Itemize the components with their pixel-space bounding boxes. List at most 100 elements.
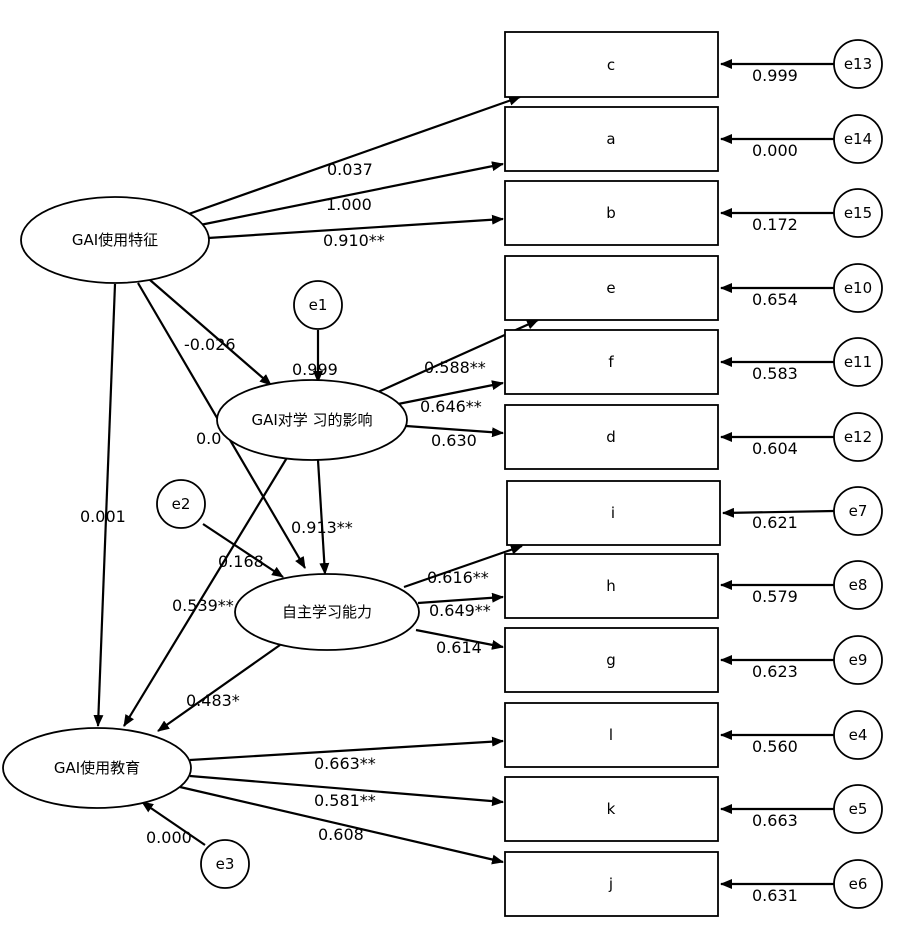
coef-education-j: 0.608 (318, 825, 364, 844)
error-e4[interactable]: e4 (833, 710, 883, 760)
indicators: c a b e f d i h (504, 31, 721, 917)
error-e8[interactable]: e8 (833, 560, 883, 610)
latent-autonomous[interactable]: 自主学习能力 (234, 573, 420, 651)
edge-e3-education (141, 801, 206, 846)
error-e13[interactable]: e13 (833, 39, 883, 89)
edge-education-k (189, 774, 504, 807)
edge-autonomous-education (157, 644, 281, 732)
error-e3[interactable]: e3 (200, 839, 250, 889)
error-e9[interactable]: e9 (833, 635, 883, 685)
edge-education-l (189, 736, 504, 762)
edge-features-b (207, 214, 504, 240)
latent-gai-impact[interactable]: GAI对学 习的影响 (216, 379, 408, 461)
error-value-d: 0.604 (752, 439, 798, 458)
latent-gai-education-label: GAI使用教育 (54, 759, 140, 777)
coef-impact-f: 0.646** (420, 397, 482, 416)
indicator-e[interactable]: e (504, 255, 719, 321)
coef-features-education: 0.001 (80, 507, 126, 526)
error-e7[interactable]: e7 (833, 486, 883, 536)
edges (93, 59, 835, 889)
coef-impact-e: 0.588** (424, 358, 486, 377)
error-value-f: 0.583 (752, 364, 798, 383)
error-e14-label: e14 (844, 130, 872, 148)
coef-impact-autonomous: 0.913** (291, 518, 353, 537)
indicator-f[interactable]: f (504, 329, 719, 395)
edge-features-education (93, 283, 117, 727)
coef-autonomous-g: 0.614 (436, 638, 482, 657)
indicator-i[interactable]: i (506, 480, 721, 546)
edge-features-c (182, 95, 521, 218)
error-e9-label: e9 (849, 651, 868, 669)
edge-e7-i (722, 507, 835, 518)
error-e2[interactable]: e2 (156, 479, 206, 529)
error-value-h: 0.579 (752, 587, 798, 606)
error-terms: e1 e2 e3 e13 e14 e15 e10 e11 (156, 39, 883, 909)
latent-gai-education[interactable]: GAI使用教育 (2, 727, 192, 809)
indicator-l-label: l (609, 726, 613, 744)
indicator-h[interactable]: h (504, 553, 719, 619)
indicator-d-label: d (606, 428, 616, 446)
coef-autonomous-education: 0.483* (186, 691, 240, 710)
error-e5-label: e5 (849, 800, 868, 818)
edge-impact-autonomous (316, 459, 330, 575)
error-value-a: 0.000 (752, 141, 798, 160)
edge-education-j (179, 785, 504, 865)
indicator-l[interactable]: l (504, 702, 719, 768)
edge-autonomous-h (417, 592, 504, 605)
indicator-c[interactable]: c (504, 31, 719, 98)
latent-gai-impact-label: GAI对学 习的影响 (251, 411, 372, 429)
path-coefficients: 0.037 1.000 0.910** -0.026 0.0 0.001 0.9… (80, 160, 491, 847)
indicator-k[interactable]: k (504, 776, 719, 842)
edge-impact-d (405, 424, 504, 438)
error-e15[interactable]: e15 (833, 188, 883, 238)
coef-features-c: 0.037 (327, 160, 373, 179)
error-value-l: 0.560 (752, 737, 798, 756)
latent-gai-features[interactable]: GAI使用特征 (20, 196, 210, 284)
coef-impact-education: 0.539** (172, 596, 234, 615)
indicator-c-label: c (607, 56, 615, 74)
error-e10[interactable]: e10 (833, 263, 883, 313)
coef-features-autonomous: 0.0 (196, 429, 221, 448)
error-e3-label: e3 (216, 855, 235, 873)
indicator-j-label: j (608, 875, 613, 893)
indicator-j[interactable]: j (504, 851, 719, 917)
indicator-g[interactable]: g (504, 627, 719, 693)
coef-education-k: 0.581** (314, 791, 376, 810)
error-e13-label: e13 (844, 55, 872, 73)
error-e5[interactable]: e5 (833, 784, 883, 834)
indicator-g-label: g (606, 651, 616, 669)
coef-features-b: 0.910** (323, 231, 385, 250)
error-e11-label: e11 (844, 353, 872, 371)
error-e1-label: e1 (309, 296, 328, 314)
edge-e2-autonomous (202, 523, 284, 578)
error-value-i: 0.621 (752, 513, 798, 532)
indicator-k-label: k (607, 800, 616, 818)
latents: GAI使用特征 GAI对学 习的影响 自主学习能力 GAI使用教育 (2, 196, 420, 809)
indicator-d[interactable]: d (504, 404, 719, 470)
error-e1[interactable]: e1 (293, 280, 343, 330)
coef-autonomous-i: 0.616** (427, 568, 489, 587)
error-e4-label: e4 (849, 726, 868, 744)
edge-features-a (194, 161, 504, 228)
error-e7-label: e7 (849, 502, 868, 520)
error-value-g: 0.623 (752, 662, 798, 681)
error-e6[interactable]: e6 (833, 859, 883, 909)
coef-impact-d: 0.630 (431, 431, 477, 450)
latent-autonomous-label: 自主学习能力 (282, 603, 372, 621)
coef-e1-impact: 0.999 (292, 360, 338, 379)
indicator-b[interactable]: b (504, 180, 719, 246)
error-e14[interactable]: e14 (833, 114, 883, 164)
error-value-b: 0.172 (752, 215, 798, 234)
error-e6-label: e6 (849, 875, 868, 893)
indicator-a[interactable]: a (504, 106, 719, 172)
error-value-c: 0.999 (752, 66, 798, 85)
error-values: 0.999 0.000 0.172 0.654 0.583 0.604 0.62… (752, 66, 798, 905)
indicator-b-label: b (606, 204, 616, 222)
latent-gai-features-label: GAI使用特征 (72, 231, 158, 249)
error-value-e: 0.654 (752, 290, 798, 309)
error-e11[interactable]: e11 (833, 337, 883, 387)
error-e15-label: e15 (844, 204, 872, 222)
error-e12[interactable]: e12 (833, 412, 883, 462)
edge-impact-f (397, 380, 504, 406)
